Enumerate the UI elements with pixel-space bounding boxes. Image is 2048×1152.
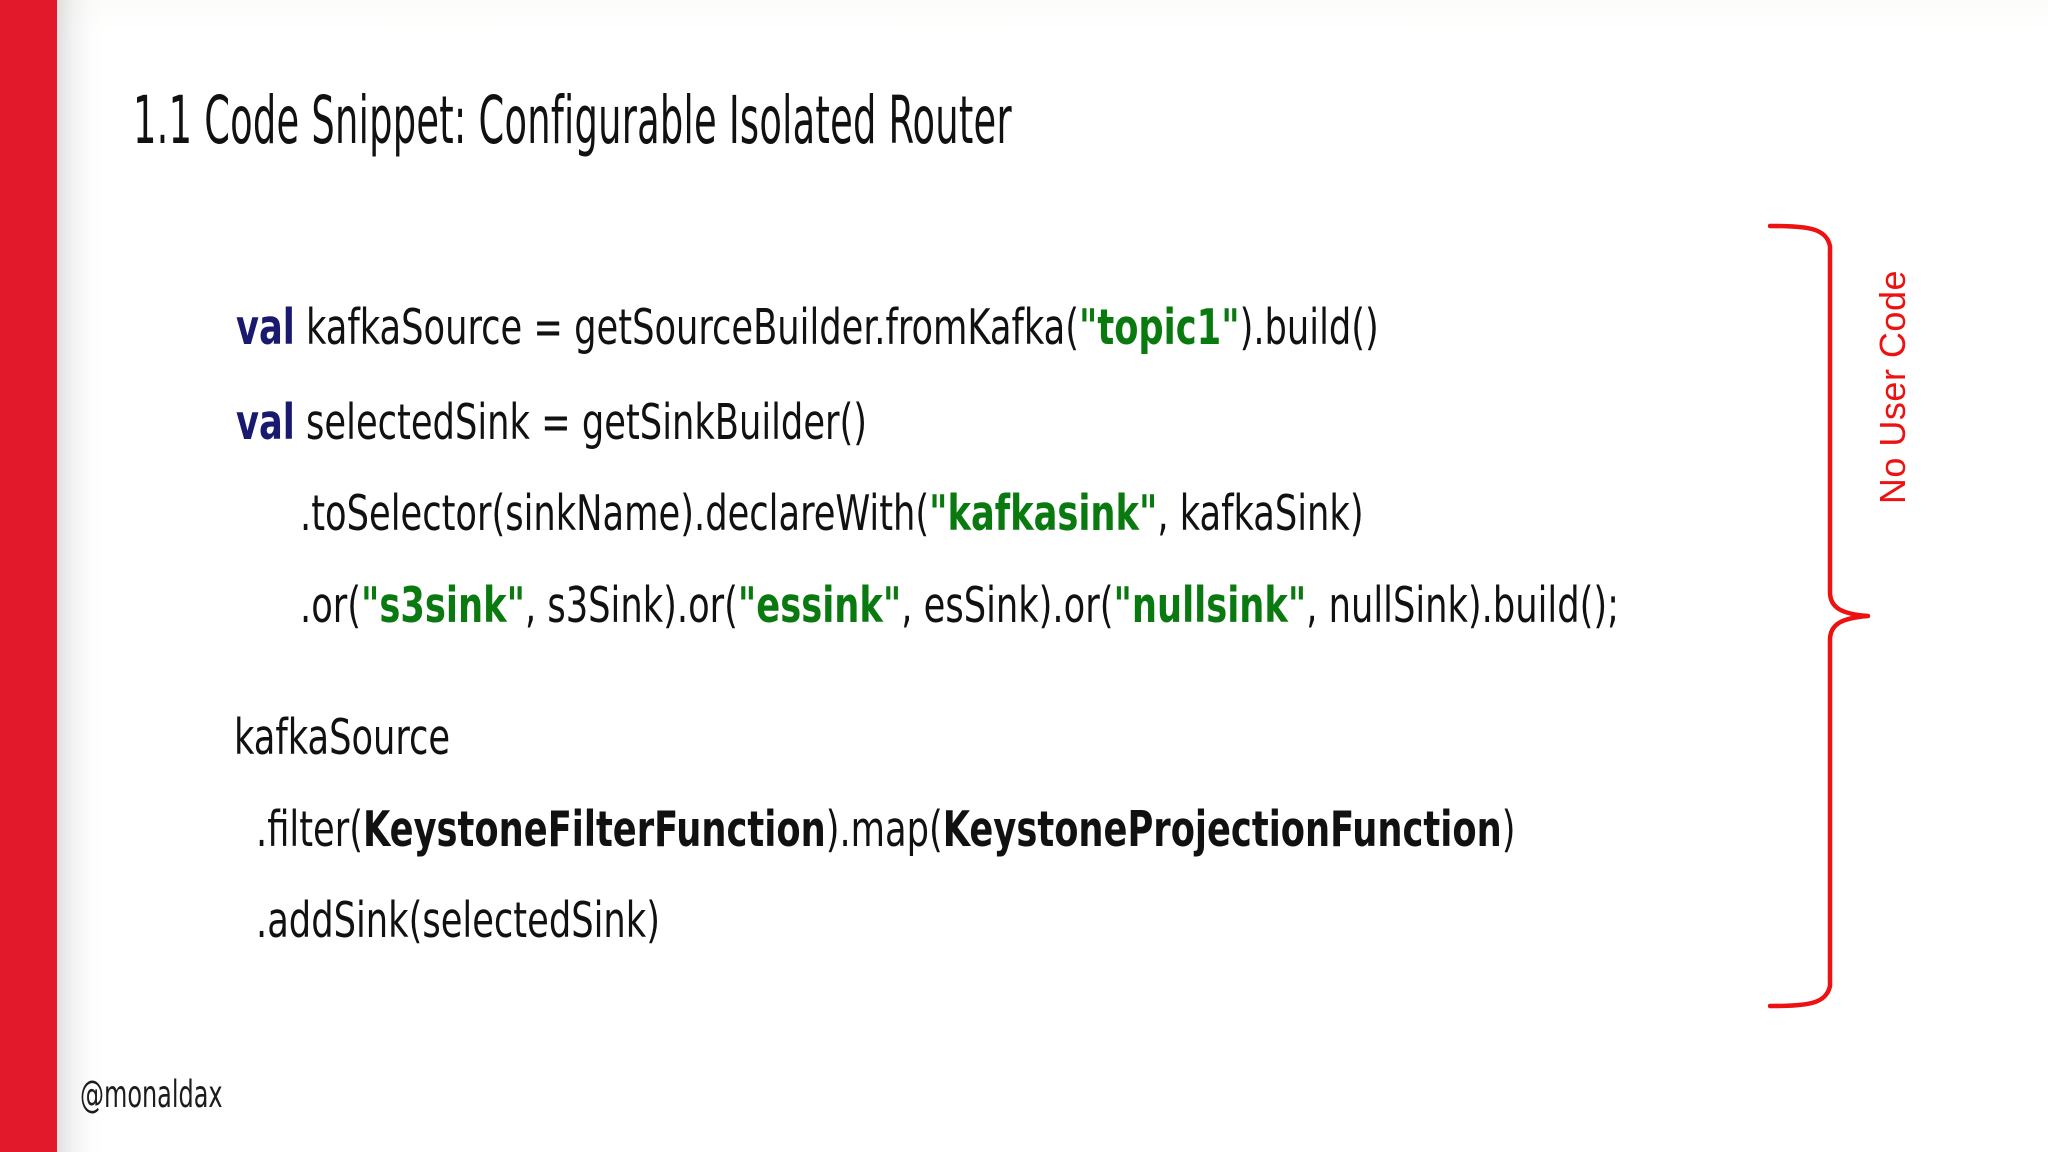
code-token-plain: .filter( xyxy=(256,801,363,858)
code-token-keyword: val xyxy=(236,299,295,356)
code-token-plain: , nullSink).build(); xyxy=(1306,577,1620,634)
left-accent-bar xyxy=(0,0,57,1152)
code-token-plain: .toSelector(sinkName).declareWith( xyxy=(300,485,930,542)
code-token-plain: kafkaSource = getSourceBuilder.fromKafka… xyxy=(294,299,1079,356)
code-line-3: .toSelector(sinkName).declareWith("kafka… xyxy=(300,489,1364,538)
code-token-string: "s3sink" xyxy=(361,577,525,634)
code-token-plain: selectedSink = getSinkBuilder() xyxy=(294,394,868,451)
code-line-2: val selectedSink = getSinkBuilder() xyxy=(236,398,867,447)
code-token-keyword: val xyxy=(236,394,295,451)
code-line-6: .filter(KeystoneFilterFunction).map(Keys… xyxy=(256,805,1515,854)
code-token-plain: ) xyxy=(1501,801,1516,858)
code-token-plain: , s3Sink).or( xyxy=(524,577,738,634)
left-edge-shadow xyxy=(57,0,103,1152)
code-token-string: "nullsink" xyxy=(1113,577,1307,634)
code-token-plain: , kafkaSink) xyxy=(1157,485,1364,542)
code-line-1: val kafkaSource = getSourceBuilder.fromK… xyxy=(236,303,1379,352)
code-line-5: kafkaSource xyxy=(234,713,450,762)
author-handle: @monaldax xyxy=(80,1073,223,1116)
no-user-code-label: No User Code xyxy=(1872,270,1913,505)
code-token-plain: .or( xyxy=(300,577,362,634)
code-token-bold: KeystoneProjectionFunction xyxy=(942,801,1502,858)
code-token-bold: KeystoneFilterFunction xyxy=(363,801,826,858)
curly-brace-icon xyxy=(1768,200,1888,1030)
code-line-4: .or("s3sink", s3Sink).or("essink", esSin… xyxy=(300,581,1619,630)
code-token-plain: .addSink(selectedSink) xyxy=(256,892,660,949)
code-token-plain: ).build() xyxy=(1239,299,1379,356)
code-token-string: "kafkasink" xyxy=(929,485,1158,542)
code-token-plain: ).map( xyxy=(825,801,943,858)
code-line-7: .addSink(selectedSink) xyxy=(256,896,660,945)
code-token-plain: kafkaSource xyxy=(234,709,451,766)
code-token-plain: , esSink).or( xyxy=(901,577,1114,634)
code-token-string: "essink" xyxy=(737,577,902,634)
page-title: 1.1 Code Snippet: Configurable Isolated … xyxy=(133,82,1012,159)
code-token-string: "topic1" xyxy=(1078,299,1240,356)
